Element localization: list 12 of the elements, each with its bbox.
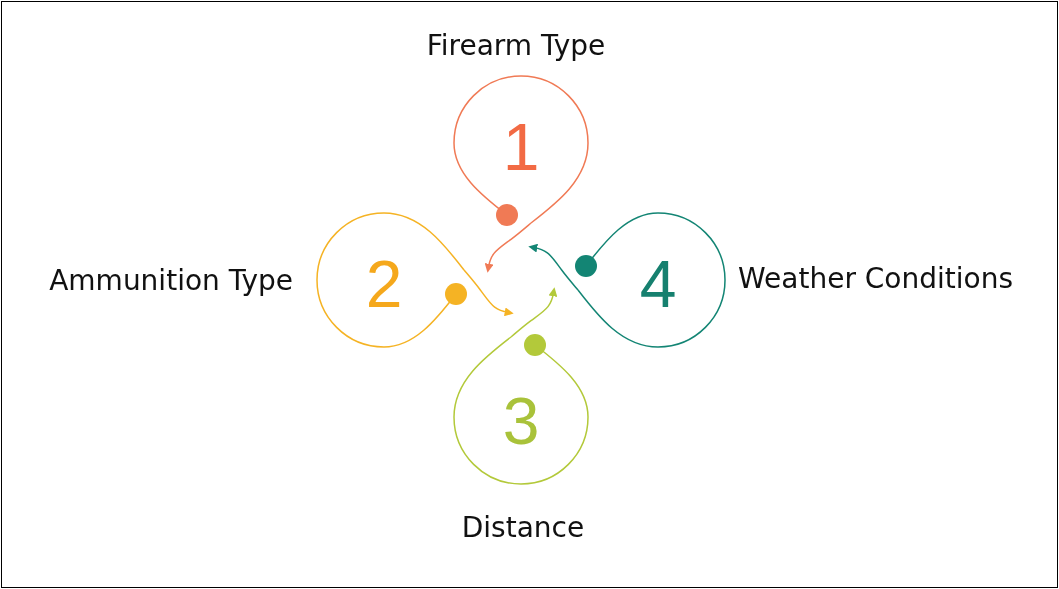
step-heading: Ammunition Type (49, 263, 293, 297)
step-heading: Weather Conditions (738, 261, 1013, 295)
arrow (484, 222, 532, 273)
arrow (463, 269, 514, 317)
step-heading: Distance (461, 510, 585, 544)
arrow (528, 243, 579, 291)
step-number: 4 (639, 257, 677, 311)
step-number: 2 (365, 257, 403, 311)
step-heading: Firearm Type (426, 28, 606, 62)
step-number: 3 (502, 394, 540, 448)
step-number: 1 (502, 120, 540, 174)
arrow (510, 287, 558, 338)
